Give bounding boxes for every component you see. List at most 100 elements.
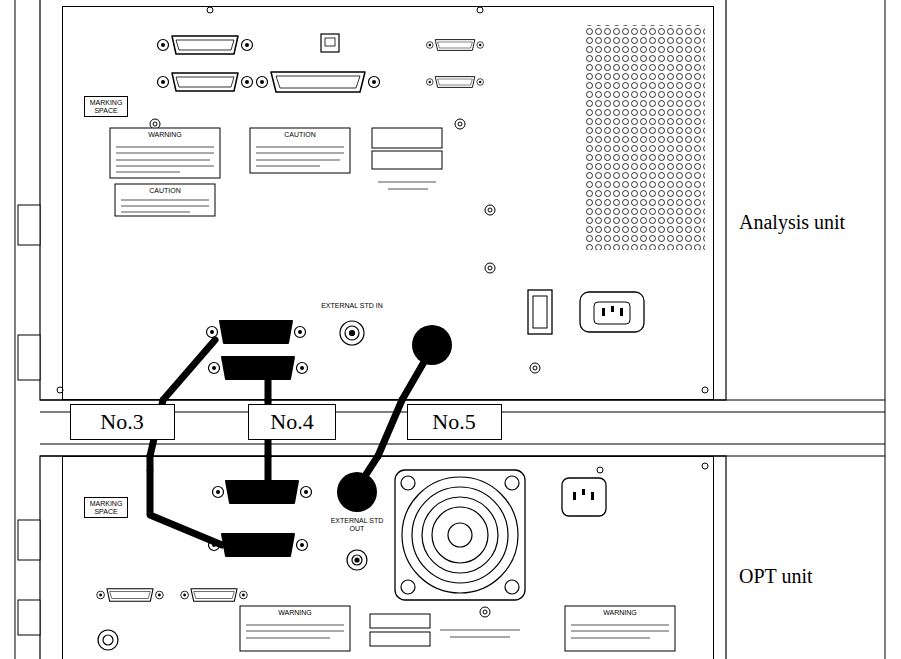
unit-name: Analysis unit	[739, 211, 845, 234]
panel-detail	[432, 507, 488, 563]
bus-connector	[158, 73, 253, 91]
panel-detail	[488, 266, 492, 270]
panel-detail	[153, 122, 157, 126]
panel-detail	[116, 159, 210, 160]
panel-detail	[246, 624, 344, 625]
sticker-fine-print	[121, 200, 209, 212]
panel-detail	[350, 331, 355, 336]
serial-plate	[372, 151, 442, 169]
panel-detail	[591, 492, 594, 500]
panel-detail	[40, 444, 885, 445]
warning-sticker	[240, 606, 350, 651]
sticker-fine-print	[116, 147, 214, 172]
panel-detail	[401, 580, 415, 594]
panel-detail	[345, 326, 359, 340]
panel-detail	[121, 211, 190, 212]
panel-detail	[388, 188, 428, 189]
panel-detail	[18, 205, 40, 245]
opt-panel-detail	[97, 467, 675, 651]
panel-detail	[256, 146, 344, 147]
panel-detail	[597, 467, 603, 473]
panel-detail	[18, 600, 40, 635]
warning-sticker	[565, 606, 675, 651]
panel-detail	[340, 321, 364, 345]
cable-number: No.3	[100, 409, 143, 435]
cable-run	[150, 340, 424, 545]
cable-number-box: No.4	[248, 404, 336, 440]
panel-detail	[98, 630, 118, 650]
panel-detail	[571, 637, 650, 638]
panel-detail	[103, 635, 113, 645]
panel-detail	[530, 363, 540, 373]
power-inlet	[594, 302, 630, 324]
rack-handles	[18, 205, 40, 635]
analysis-enclosure	[40, 0, 726, 400]
panel-detail	[256, 152, 344, 153]
power-inlet	[580, 292, 644, 332]
vent-grille	[585, 25, 705, 250]
panel-detail	[365, 456, 378, 476]
inlet-pins	[602, 306, 623, 316]
panel-label: WARNING	[567, 609, 673, 617]
lan-port	[325, 38, 335, 46]
round-cable-plug	[412, 325, 452, 365]
bus-connector	[181, 589, 248, 602]
panel-detail	[207, 7, 213, 13]
panel-detail	[163, 340, 215, 400]
panel-label: CAUTION	[252, 131, 348, 139]
panel-label: MARKING SPACE	[84, 96, 128, 117]
panel-detail	[150, 456, 222, 545]
inlet-pins	[573, 489, 594, 500]
cable-plug	[209, 357, 308, 379]
warning-sticker	[110, 128, 220, 178]
cable-number-box: No.5	[407, 404, 502, 440]
panel-detail	[458, 122, 462, 126]
round-cable-plug	[337, 472, 377, 512]
serial-connector	[427, 77, 484, 88]
panel-detail	[440, 629, 520, 630]
panel-detail	[402, 362, 424, 400]
panel-detail	[483, 610, 487, 614]
cable-plug	[213, 481, 312, 503]
cable-plug	[207, 321, 306, 343]
panel-detail	[620, 308, 623, 316]
panel-label: WARNING	[112, 131, 218, 139]
bus-connector	[97, 589, 164, 602]
panel-detail	[602, 308, 605, 316]
panel-detail	[401, 476, 415, 490]
panel-detail	[480, 607, 490, 617]
maker-mark	[378, 182, 436, 189]
cable-number: No.4	[270, 409, 313, 435]
cable-plug	[209, 534, 308, 556]
light-source-port	[98, 630, 118, 650]
panel-detail	[402, 477, 518, 593]
panel-detail	[116, 171, 180, 172]
figure-frame	[15, 0, 885, 659]
sticker-fine-print	[246, 625, 344, 638]
panel-label: EXTERNAL STD OUT	[324, 517, 390, 532]
panel-detail	[352, 555, 362, 565]
maker-mark	[440, 630, 520, 637]
panel-detail	[505, 476, 519, 490]
panel-detail	[422, 497, 498, 573]
power-switch	[533, 296, 547, 328]
panel-detail	[347, 550, 367, 570]
caution-sticker	[115, 184, 215, 216]
serial-plate	[370, 614, 430, 628]
panel-detail	[582, 489, 585, 495]
sticker-fine-print	[571, 625, 669, 638]
panel-label: CAUTION	[117, 187, 213, 195]
panel-label: WARNING	[242, 609, 348, 617]
panel-detail	[485, 263, 495, 273]
lan-port	[321, 34, 339, 52]
panel-detail	[573, 492, 576, 500]
panel-detail	[412, 487, 508, 583]
serial-plate	[372, 128, 442, 148]
panel-detail	[533, 366, 537, 370]
panel-detail	[702, 463, 708, 469]
printer-connector	[257, 72, 380, 92]
panel-detail	[121, 205, 209, 206]
